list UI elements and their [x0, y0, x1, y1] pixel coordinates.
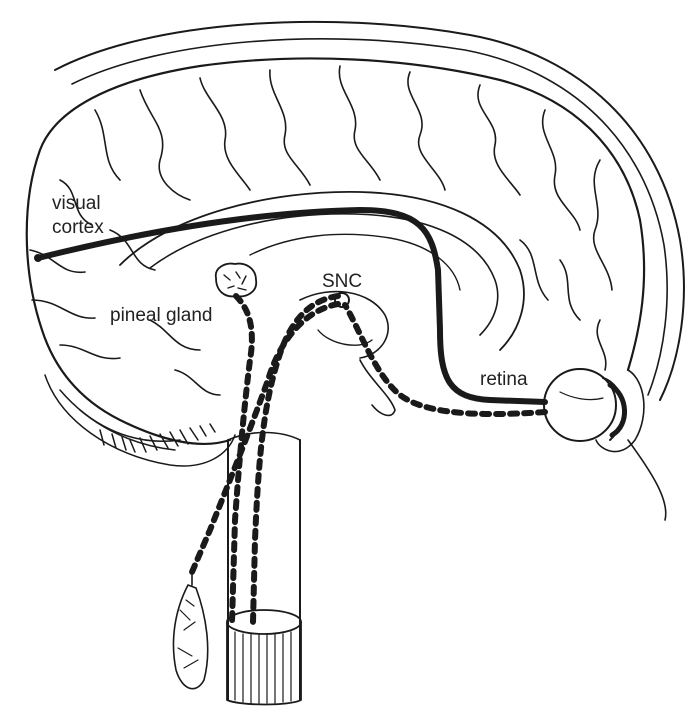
eye-shape — [543, 368, 645, 453]
visual-cortex-label-line1: visual — [52, 193, 101, 214]
brain-outline — [25, 57, 646, 446]
snc-nucleus — [334, 292, 350, 308]
pineal-gland-shape — [214, 262, 258, 298]
corpus-callosum — [119, 191, 525, 351]
visual-cortex-label-line2: cortex — [52, 217, 104, 238]
skull-outline — [54, 20, 685, 401]
sympathetic-pathway — [189, 293, 548, 625]
pineal-gland-label: pineal gland — [110, 305, 213, 326]
snc-label: SNC — [322, 271, 363, 292]
cerebellum — [44, 374, 236, 467]
ganglion — [172, 569, 209, 690]
retina-label: retina — [480, 369, 528, 390]
visual-pathway — [35, 207, 548, 405]
scalp-outline — [71, 38, 668, 396]
spinal-segment — [226, 609, 302, 706]
cortical-folds — [29, 65, 613, 396]
